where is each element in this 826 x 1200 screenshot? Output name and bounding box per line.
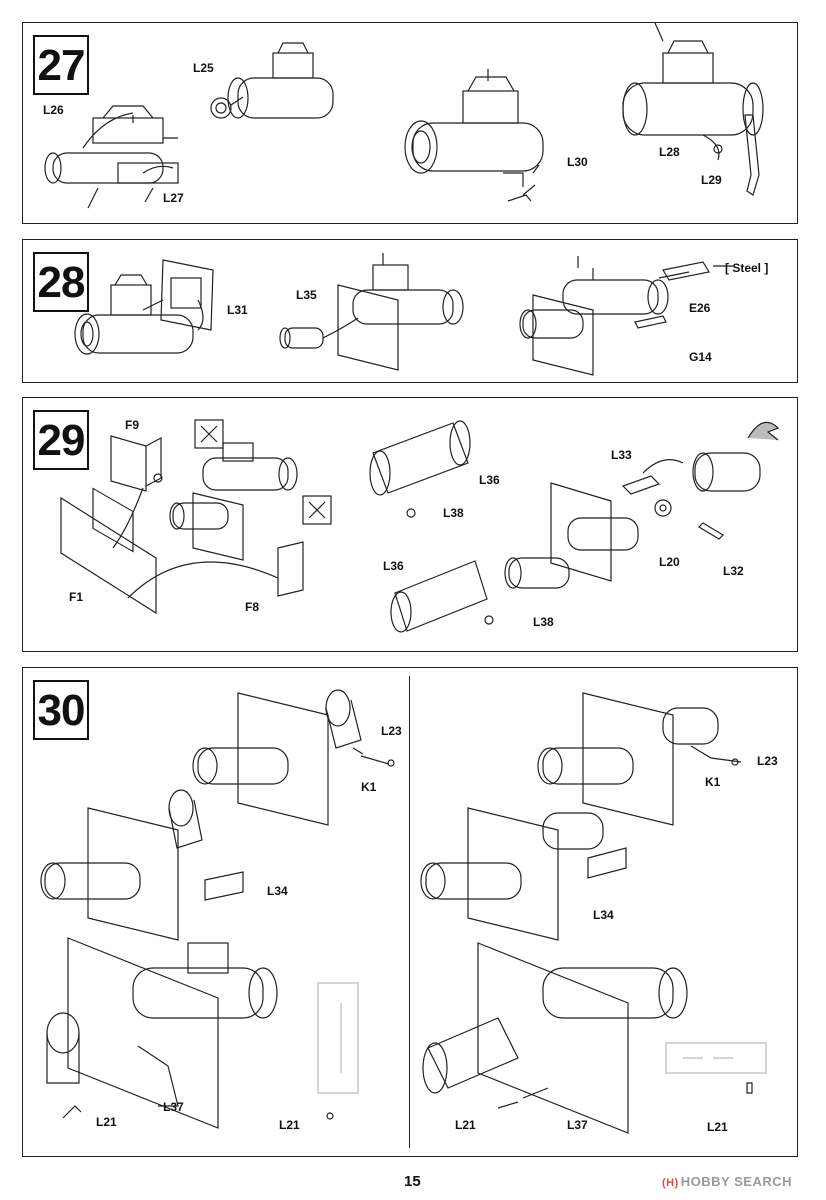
part-label-L21-left-b: L21 <box>279 1118 300 1132</box>
part-label-L30: L30 <box>567 155 588 169</box>
part-label-L26: L26 <box>43 103 64 117</box>
step-28-panel: 28 <box>22 239 798 383</box>
part-label-L37-right: L37 <box>567 1118 588 1132</box>
part-label-L32: L32 <box>723 564 744 578</box>
part-label-L23-left: L23 <box>381 724 402 738</box>
part-label-L31: L31 <box>227 303 248 317</box>
step-number: 30 <box>33 680 89 740</box>
part-label-L28: L28 <box>659 145 680 159</box>
step-30-panel: 30 <box>22 667 798 1157</box>
watermark-text: HOBBY SEARCH <box>680 1174 792 1189</box>
step-30-divider <box>409 676 410 1148</box>
part-label-L27: L27 <box>163 191 184 205</box>
step-27-drawings <box>44 23 764 209</box>
part-label-L25: L25 <box>193 61 214 75</box>
part-label-L38-bottom: L38 <box>533 615 554 629</box>
part-label-K1-left: K1 <box>361 780 377 794</box>
part-label-L34-right: L34 <box>593 908 614 922</box>
part-label-L21-right-a: L21 <box>455 1118 476 1132</box>
part-label-L29: L29 <box>701 173 722 187</box>
part-label-L23-right: L23 <box>757 754 778 768</box>
part-label-G14: G14 <box>689 350 712 364</box>
step-29-panel: 29 <box>22 397 798 652</box>
step-30-drawings <box>40 689 767 1134</box>
part-label-L38-top: L38 <box>443 506 464 520</box>
part-label-L34-left: L34 <box>267 884 288 898</box>
step-number: 28 <box>33 252 89 312</box>
part-label-E26: E26 <box>689 301 711 315</box>
watermark-logo: (H) <box>662 1177 679 1189</box>
part-label-F1: F1 <box>69 590 84 604</box>
part-label-L37-left: L37 <box>163 1100 184 1114</box>
page-number: 15 <box>404 1173 421 1190</box>
step-number: 27 <box>33 35 89 95</box>
step-29-drawings <box>60 419 780 633</box>
part-label-L33: L33 <box>611 448 632 462</box>
step-number: 29 <box>33 410 89 470</box>
part-label-F9: F9 <box>125 418 140 432</box>
step-27-panel: 27 <box>22 22 798 224</box>
part-label-L35: L35 <box>296 288 317 302</box>
part-label-L20: L20 <box>659 555 680 569</box>
hobby-search-watermark: (H)HOBBY SEARCH <box>662 1174 792 1189</box>
part-label-L36-bottom: L36 <box>383 559 404 573</box>
part-label-F8: F8 <box>245 600 260 614</box>
step-28-drawings <box>74 253 733 376</box>
part-label-L21-right-b: L21 <box>707 1120 728 1134</box>
part-label-L21-left-a: L21 <box>96 1115 117 1129</box>
part-label-K1-right: K1 <box>705 775 721 789</box>
steel-note: [ Steel ] <box>725 261 769 275</box>
part-label-L36-top: L36 <box>479 473 500 487</box>
